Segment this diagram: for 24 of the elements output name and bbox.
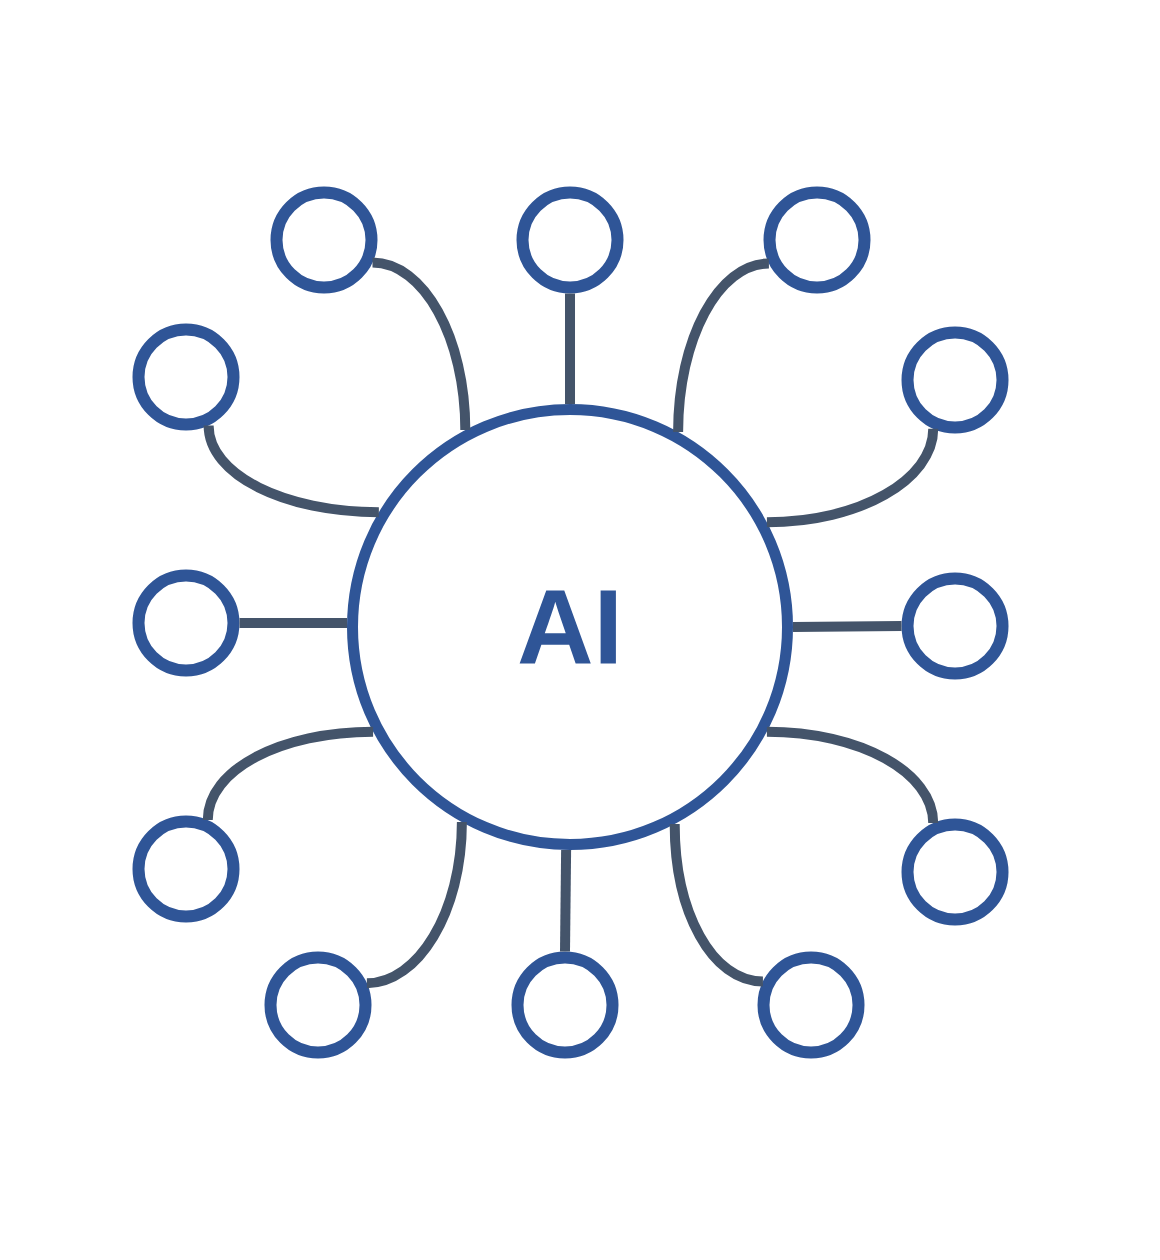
connector-line [560,849,572,952]
connector-line [673,258,770,433]
node-circle [132,569,240,677]
node-circle [270,186,378,294]
connector-line [203,424,380,518]
connector-line [202,726,374,821]
node-circle [901,572,1009,680]
connector-line [669,823,764,987]
connector-line [792,621,902,632]
connector-line [766,726,939,824]
connector-line [239,618,348,629]
connector-line [366,821,467,989]
node-circle [264,951,372,1059]
connector-line [766,428,939,528]
node-circle [516,186,624,294]
node-circle [757,951,865,1059]
node-circle [763,186,871,294]
node-circle [901,818,1009,926]
node-circle [901,326,1009,434]
connector-line [565,293,575,404]
node-circle [132,815,240,923]
node-circle [132,323,240,431]
node-circle [511,951,619,1059]
connector-line [371,257,471,431]
